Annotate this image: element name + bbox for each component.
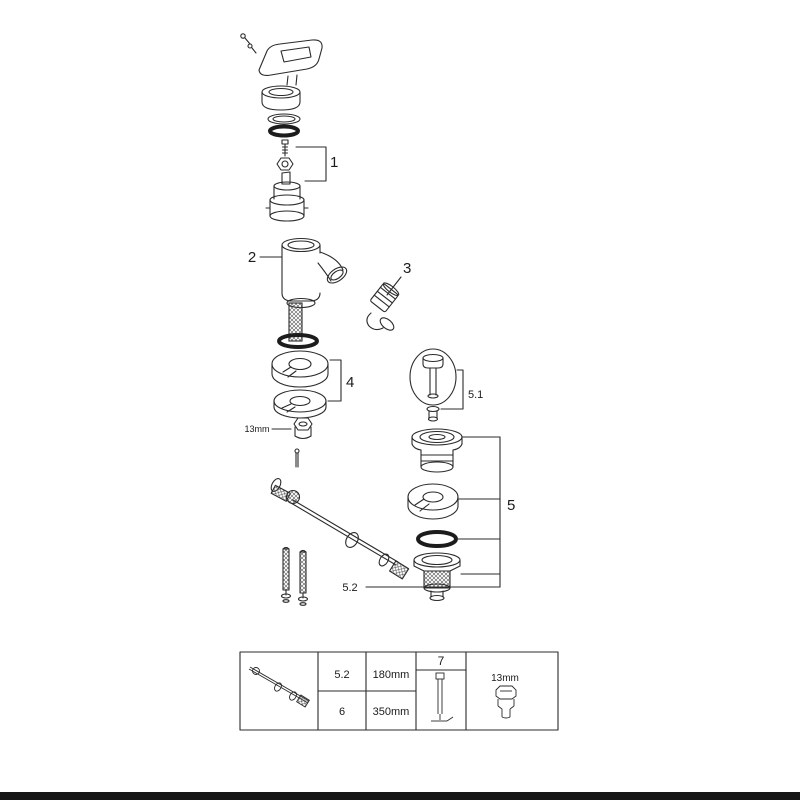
mounting-studs-icon [280, 546, 309, 606]
nut-13mm-icon [293, 417, 313, 440]
table-linkage-drawing-icon [248, 666, 310, 708]
cartridge-icon [265, 171, 309, 222]
parts-table: 5.2 180mm 6 350mm 7 13mm [239, 651, 559, 731]
nut-size-label: 13mm [244, 424, 269, 434]
callout-5-1: 5.1 [440, 369, 483, 410]
callout-5: 5 [365, 436, 515, 588]
table-ref-row1: 5.2 [334, 669, 349, 681]
mounting-plate-icon [271, 350, 329, 388]
handle-fixing-screws-icon [240, 33, 257, 54]
lever-handle-icon [258, 39, 323, 86]
drain-o-ring-icon [416, 530, 458, 548]
callout-2-label: 2 [248, 249, 256, 266]
threaded-shank-icon [288, 302, 303, 342]
table-socket-size: 13mm [491, 673, 519, 684]
callout-5-2: 5.2 [342, 582, 357, 594]
callout-3-label: 3 [403, 260, 411, 277]
body-o-ring-icon [277, 333, 319, 349]
faucet-body-icon [281, 237, 348, 309]
table-tool-drawing-icon [431, 672, 454, 722]
callout-3: 3 [386, 260, 411, 296]
callout-5-1-label: 5.1 [468, 389, 483, 401]
callout-1-label: 1 [330, 154, 338, 171]
drain-strainer-icon [413, 552, 461, 602]
drain-clamp-icon [407, 483, 459, 520]
table-tool-ref: 7 [438, 654, 445, 668]
horseshoe-washer-icon [273, 389, 327, 419]
callout-5-label: 5 [507, 497, 515, 514]
drain-flange-icon [411, 428, 463, 473]
cartridge-screw-icon [276, 139, 294, 171]
table-ref-row2: 6 [339, 706, 345, 718]
table-dim-row2: 350mm [373, 706, 410, 718]
table-dim-row1: 180mm [373, 669, 410, 681]
callout-1: 1 [295, 146, 338, 182]
popup-knob-assembly-icon [409, 348, 457, 422]
footer-bar [0, 792, 800, 800]
callout-4: 4 [327, 359, 354, 402]
nut-size-label-group: 13mm [244, 424, 292, 434]
callout-5-2-label: 5.2 [342, 582, 357, 594]
handle-cap-icon [261, 85, 301, 111]
linkage-rod-assembly-icon [270, 448, 410, 580]
callout-2: 2 [248, 249, 283, 266]
callout-4-label: 4 [346, 374, 354, 391]
table-socket-drawing-icon [495, 685, 517, 719]
retaining-rings-icon [267, 113, 301, 138]
aerator-assembly-icon [366, 282, 400, 331]
